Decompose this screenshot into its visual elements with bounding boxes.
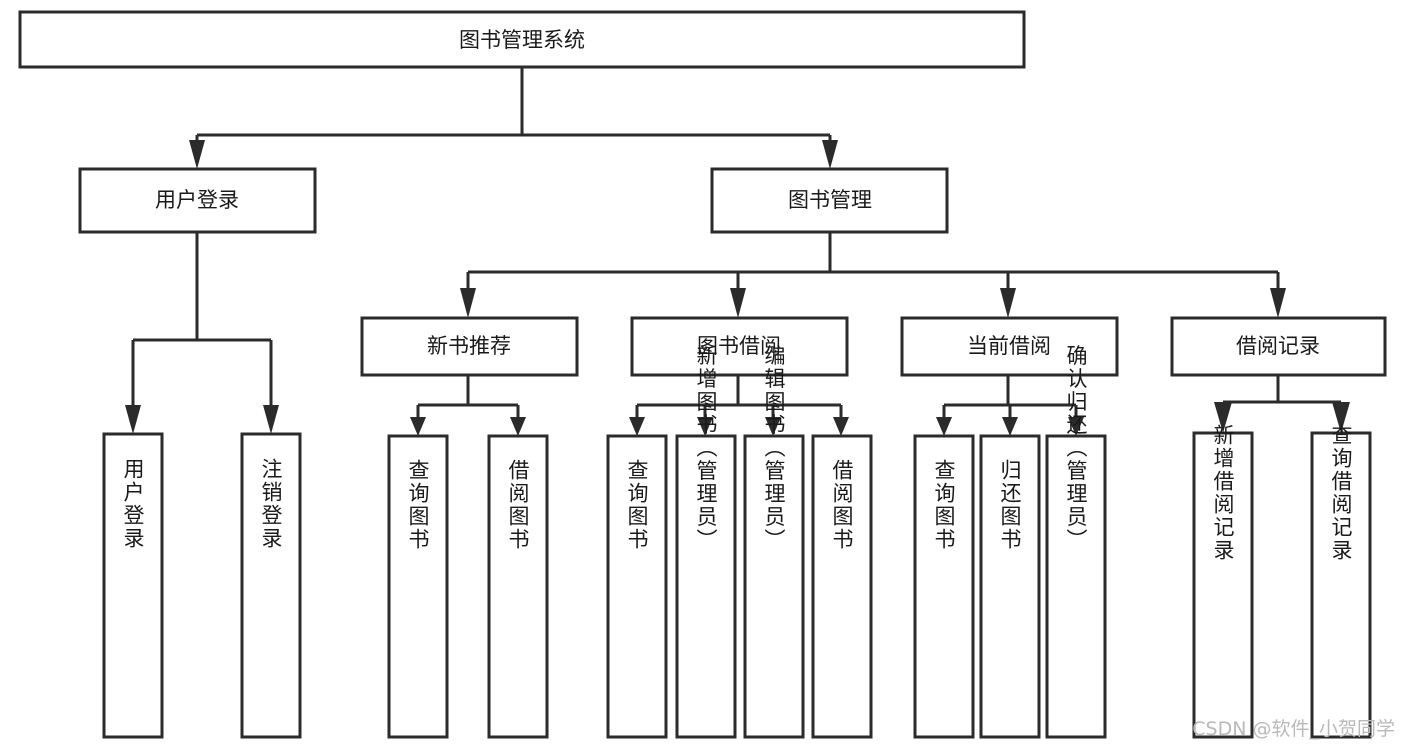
arrowhead-to-leaf-user-login	[125, 405, 141, 434]
node-leaf-logout-label: 注销登录	[259, 458, 283, 550]
arrowhead-to-book-borrow	[730, 288, 746, 318]
node-leaf-borrow-book-2-label: 借阅图书	[830, 459, 854, 551]
node-leaf-query-book-3-label: 查询图书	[932, 459, 956, 551]
arrowhead-to-leaf-borrow-book-1	[510, 417, 526, 436]
node-leaf-add-book[interactable]: 新增图书（管理员）	[675, 345, 737, 739]
node-book-management-label: 图书管理	[788, 188, 872, 212]
node-user-login[interactable]: 用户登录	[78, 167, 317, 234]
node-user-login-label: 用户登录	[155, 188, 239, 212]
arrowhead-to-leaf-add-book	[697, 417, 713, 436]
node-new-book-recommend[interactable]: 新书推荐	[360, 316, 579, 377]
arrowhead-to-leaf-query-book-3	[936, 417, 952, 436]
arrowhead-to-book-management	[822, 140, 838, 169]
node-root[interactable]: 图书管理系统	[18, 10, 1026, 69]
arrowhead-to-current-borrow	[1000, 288, 1016, 318]
node-leaf-borrow-book-1[interactable]: 借阅图书	[487, 434, 549, 739]
arrowhead-to-user-login	[189, 140, 205, 169]
node-leaf-borrow-book-2[interactable]: 借阅图书	[811, 434, 873, 739]
node-leaf-borrow-book-1-box[interactable]	[487, 434, 549, 739]
node-current-borrow[interactable]: 当前借阅	[900, 316, 1119, 377]
node-root-label: 图书管理系统	[459, 28, 585, 52]
node-book-management-box[interactable]	[710, 167, 949, 234]
arrowhead-to-borrow-record	[1270, 288, 1286, 318]
node-book-borrow-label: 图书借阅	[697, 334, 781, 358]
node-leaf-query-book-1[interactable]: 查询图书	[387, 434, 449, 739]
node-leaf-confirm-return-label: 确认归还（管理员）	[1064, 345, 1088, 552]
node-leaf-user-login-label: 用户登录	[121, 458, 145, 550]
arrowhead-to-leaf-return-book	[1002, 417, 1018, 436]
node-current-borrow-label: 当前借阅	[967, 334, 1051, 358]
node-book-management[interactable]: 图书管理	[710, 167, 949, 234]
node-leaf-query-book-2-box[interactable]	[606, 434, 668, 739]
node-leaf-return-book[interactable]: 归还图书	[979, 434, 1041, 739]
node-leaf-logout[interactable]: 注销登录	[240, 432, 302, 739]
node-leaf-logout-box[interactable]	[240, 432, 302, 739]
node-leaf-return-book-box[interactable]	[979, 434, 1041, 739]
node-leaf-add-book-label: 新增图书（管理员）	[694, 345, 718, 552]
node-leaf-query-record-label: 查询借阅记录	[1329, 424, 1353, 562]
arrowhead-to-leaf-logout	[263, 405, 279, 434]
node-leaf-add-record-label: 新增借阅记录	[1211, 424, 1235, 562]
arrowhead-to-leaf-query-book-1	[410, 417, 426, 436]
node-leaf-query-book-1-box[interactable]	[387, 434, 449, 739]
node-leaf-return-book-label: 归还图书	[998, 459, 1022, 551]
node-leaf-add-record[interactable]: 新增借阅记录	[1192, 424, 1254, 739]
node-leaf-confirm-return-box[interactable]	[1045, 434, 1107, 739]
node-leaf-add-record-box[interactable]	[1192, 431, 1254, 739]
node-borrow-record-label: 借阅记录	[1236, 334, 1320, 358]
arrowhead-to-leaf-add-record	[1214, 402, 1232, 433]
node-borrow-record-box[interactable]	[1170, 316, 1387, 377]
node-leaf-borrow-book-1-label: 借阅图书	[506, 459, 530, 551]
node-root-box[interactable]	[18, 10, 1026, 69]
node-current-borrow-box[interactable]	[900, 316, 1119, 377]
arrowhead-to-new-book-recommend	[460, 288, 476, 318]
node-leaf-query-book-2[interactable]: 查询图书	[606, 434, 668, 739]
node-book-borrow-box[interactable]	[630, 316, 849, 377]
node-book-borrow[interactable]: 图书借阅	[630, 316, 849, 377]
arrowhead-to-leaf-query-record	[1332, 402, 1350, 433]
node-leaf-query-record-box[interactable]	[1310, 431, 1372, 739]
node-leaf-query-record[interactable]: 查询借阅记录	[1310, 424, 1372, 739]
node-borrow-record[interactable]: 借阅记录	[1170, 316, 1387, 377]
arrowhead-to-leaf-borrow-book-2	[833, 417, 849, 436]
arrowhead-to-leaf-confirm-return	[1068, 417, 1084, 436]
node-leaf-query-book-1-label: 查询图书	[406, 459, 430, 551]
node-leaf-query-book-3-box[interactable]	[913, 434, 975, 739]
node-leaf-user-login-box[interactable]	[102, 432, 164, 739]
node-new-book-recommend-box[interactable]	[360, 316, 579, 377]
node-new-book-recommend-label: 新书推荐	[427, 334, 511, 358]
arrowhead-layer	[125, 140, 1350, 436]
node-leaf-edit-book-box[interactable]	[743, 434, 805, 739]
arrowhead-to-leaf-edit-book	[765, 417, 781, 436]
node-leaf-confirm-return[interactable]: 确认归还（管理员）	[1045, 345, 1107, 739]
node-leaf-add-book-box[interactable]	[675, 434, 737, 739]
node-leaf-query-book-2-label: 查询图书	[625, 459, 649, 551]
node-leaf-query-book-3[interactable]: 查询图书	[913, 434, 975, 739]
node-leaf-edit-book-label: 编辑图书（管理员）	[762, 345, 786, 552]
node-leaf-edit-book[interactable]: 编辑图书（管理员）	[743, 345, 805, 739]
connector-layer	[131, 67, 1343, 417]
arrowhead-to-leaf-query-book-2	[629, 417, 645, 436]
node-user-login-box[interactable]	[78, 167, 317, 234]
node-leaf-user-login[interactable]: 用户登录	[102, 432, 164, 739]
node-leaf-borrow-book-2-box[interactable]	[811, 434, 873, 739]
csdn-watermark: CSDN @软件_小贺同学	[1192, 718, 1395, 740]
